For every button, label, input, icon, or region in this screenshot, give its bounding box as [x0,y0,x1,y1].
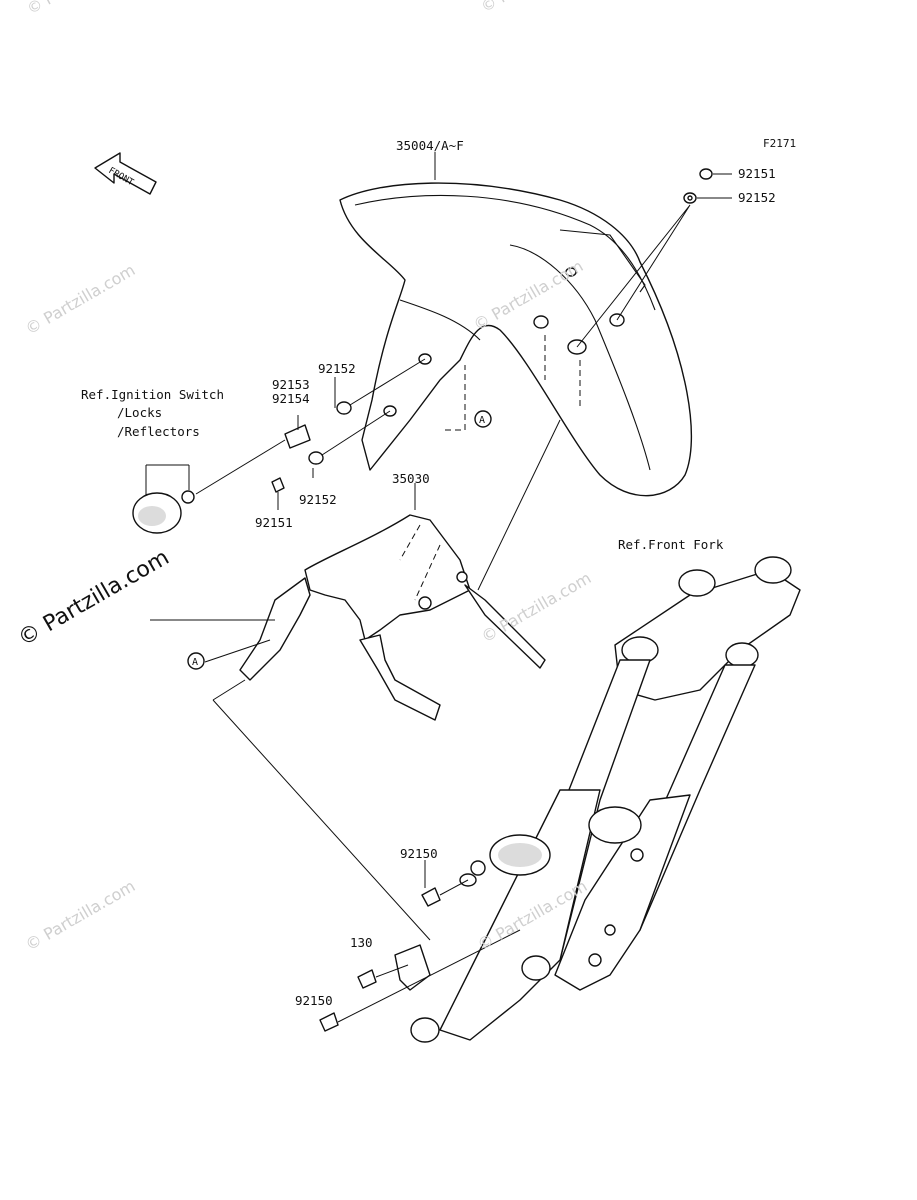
callout-bolt-top: 92151 [738,166,776,181]
callout-bracket: 35030 [392,471,430,486]
callout-spacer-a: 92153 [272,377,310,392]
front-fender [339,182,693,497]
callout-fender: 35004/A~F [396,138,464,153]
figure-code: F2171 [763,137,797,150]
reference-note-line2: /Locks [117,405,163,420]
callout-front-fork-ref: Ref.Front Fork [618,537,724,552]
fender-bracket [239,514,546,721]
callout-bolt-130: 130 [350,935,373,950]
callout-washer-mid: 92152 [318,361,356,376]
ref-marker-a-upper: A [474,410,492,428]
ref-marker-a-lower: A [187,652,205,670]
ref-marker-a-upper-label: A [479,415,485,426]
fasteners [132,168,713,1032]
callout-spacer-b: 92154 [272,391,310,406]
front-fork [394,556,801,1043]
reference-note-line3: /Reflectors [117,424,200,439]
callout-washer-low: 92152 [299,492,337,507]
callout-washer-top: 92152 [738,190,776,205]
callout-bolt-low: 92151 [255,515,293,530]
reference-note-line1: Ref.Ignition Switch [81,387,224,402]
callout-bolt-fork-lower: 92150 [295,993,333,1008]
leader-lines [145,152,732,1023]
ref-marker-a-lower-label: A [192,657,198,668]
callout-bolt-fork-upper: 92150 [400,846,438,861]
front-arrow-icon: FRONT [94,152,157,195]
